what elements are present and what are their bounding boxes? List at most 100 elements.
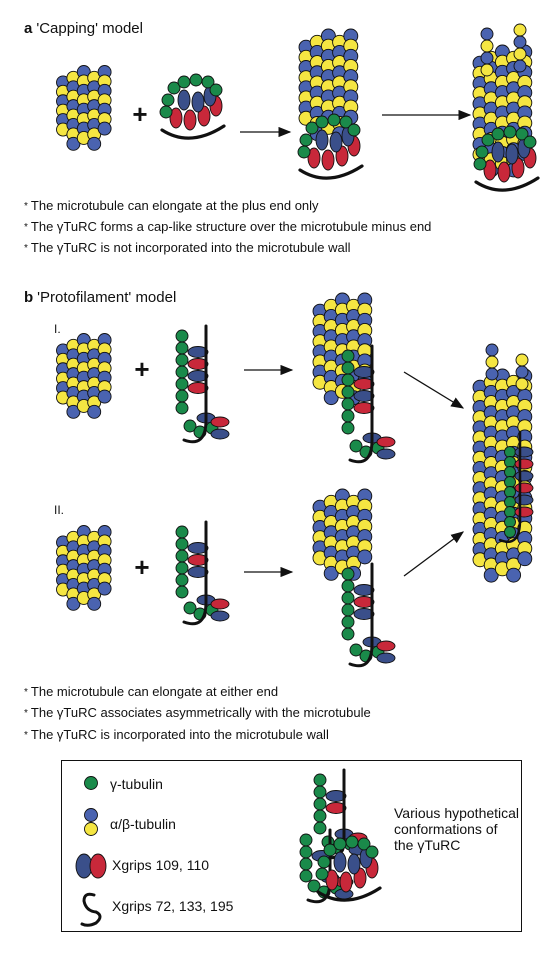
- tubulin-subunit: [513, 23, 527, 37]
- xgrip-subunit: [187, 370, 209, 382]
- tubulin-subunit: [175, 525, 189, 539]
- xgrip-subunit: [187, 566, 209, 578]
- tubulin-subunit: [365, 845, 379, 859]
- tubulin-subunit: [313, 797, 327, 811]
- note-b1: *The microtubule can elongate at either …: [24, 684, 278, 699]
- tubulin-subunit: [209, 83, 223, 97]
- tubulin-subunit: [313, 821, 327, 835]
- xgrip-subunit: [187, 542, 209, 554]
- tubulin-subunit: [66, 136, 81, 151]
- xgrip-subunit: [497, 161, 511, 183]
- arrow-b1-to-final: [403, 371, 465, 409]
- tubulin-subunit: [159, 105, 173, 119]
- tubulin-subunit: [513, 35, 527, 49]
- xgrip-subunit: [505, 143, 519, 165]
- tubulin-subunit: [87, 136, 102, 151]
- tubulin-subunit: [523, 135, 537, 149]
- tubulin-subunit: [480, 27, 494, 41]
- tubulin-subunit: [299, 833, 313, 847]
- xgrip-subunit: [339, 871, 353, 893]
- xgrip-subunit: [353, 596, 375, 608]
- tubulin-subunit: [504, 506, 516, 518]
- xgrip-subunit: [376, 448, 396, 460]
- diagram-layer: +++: [56, 23, 540, 927]
- note-a1-text: The microtubule can elongate at the plus…: [30, 198, 319, 213]
- tubulin-subunit: [297, 145, 311, 159]
- bullet-star: *: [24, 201, 28, 212]
- xgrip-subunit: [187, 382, 209, 394]
- xgrip-72-133-195-strand: [182, 324, 208, 444]
- xgrip-subunit: [187, 358, 209, 370]
- tubulin-subunit: [175, 561, 189, 575]
- tubulin-subunit: [183, 419, 197, 433]
- turc-cap-elongated-a: [473, 125, 537, 183]
- tubulin-subunit: [175, 401, 189, 415]
- arrow-b2-to-final: [403, 531, 465, 577]
- tubulin-subunit: [504, 526, 516, 538]
- tubulin-subunit: [483, 567, 499, 583]
- tubulin-subunit: [515, 353, 529, 367]
- xgrip-strand-final: [498, 430, 522, 543]
- xgrip-subunit: [483, 159, 497, 181]
- plus-sign-b1: +: [134, 354, 149, 384]
- tubulin-subunit: [341, 361, 355, 375]
- xgrip-subunit: [514, 482, 534, 494]
- tubulin-subunit: [327, 113, 341, 127]
- legend-description: Various hypothetical conformations of th…: [394, 805, 519, 853]
- tubulin-subunit: [323, 843, 337, 857]
- xgrip-subunit: [514, 506, 534, 518]
- row-label-I: I.: [54, 322, 61, 336]
- plus-sign-b2: +: [134, 552, 149, 582]
- xgrip-subunit: [353, 378, 375, 390]
- tubulin-subunit: [341, 349, 355, 363]
- xgrip-subunit: [307, 147, 321, 169]
- tubulin-subunit: [175, 377, 189, 391]
- tubulin-subunit: [485, 343, 499, 357]
- mt-final-b: [472, 368, 533, 583]
- legend-xgrips-b-label: Xgrips 72, 133, 195: [112, 898, 234, 914]
- xgrip-subunit: [325, 869, 339, 891]
- mt-assembled-b2: [312, 488, 373, 581]
- xgrip-72-133-195-strand: [316, 886, 382, 902]
- xgrip-subunit: [177, 89, 191, 111]
- tubulin-subunit: [341, 397, 355, 411]
- section-b-title: 'Protofilament' model: [37, 289, 177, 306]
- tubulin-subunit: [515, 127, 529, 141]
- tubulin-subunit: [513, 59, 527, 73]
- xgrip-subunit: [333, 851, 347, 873]
- tubulin-subunit: [341, 591, 355, 605]
- note-a3-text: The γTuRC is not incorporated into the m…: [30, 240, 351, 255]
- note-b2-text: The γTuRC associates asymmetrically with…: [30, 705, 371, 720]
- tubulin-subunit: [475, 145, 489, 159]
- tubulin-subunit: [341, 615, 355, 629]
- xgrip-subunit: [315, 129, 329, 151]
- tubulin-subunit: [480, 39, 494, 53]
- tubulin-subunit: [175, 353, 189, 367]
- tubulin-subunit: [189, 73, 203, 87]
- section-a-letter: a: [24, 20, 33, 37]
- tubulin-subunit: [323, 565, 339, 581]
- legend-alphabeta-label: α/β-tubulin: [110, 816, 176, 832]
- tubulin-subunit: [341, 421, 355, 435]
- tubulin-subunit: [349, 439, 363, 453]
- xgrip-subunit: [191, 91, 205, 113]
- tubulin-subunit: [175, 365, 189, 379]
- tubulin-subunit: [175, 549, 189, 563]
- tubulin-subunit: [87, 596, 102, 611]
- tubulin-subunit: [506, 567, 522, 583]
- xgrip-strand-icon: [80, 892, 102, 927]
- xgrip-subunit: [514, 470, 534, 482]
- xgrip-subunit: [325, 790, 347, 802]
- tubulin-subunit: [84, 808, 98, 822]
- bullet-star: *: [24, 222, 28, 233]
- tubulin-subunit: [504, 446, 516, 458]
- tubulin-subunit: [175, 573, 189, 587]
- xgrip-72-133-195-strand: [298, 164, 364, 180]
- legend-box: [61, 760, 522, 932]
- note-a2-text: The γTuRC forms a cap-like structure ove…: [30, 219, 432, 234]
- tubulin-subunit: [313, 809, 327, 823]
- xgrip-subunit: [353, 366, 375, 378]
- xgrip-72-133-195-strand: [182, 520, 208, 626]
- tubulin-subunit: [201, 75, 215, 89]
- xgrip-subunit: [491, 141, 505, 163]
